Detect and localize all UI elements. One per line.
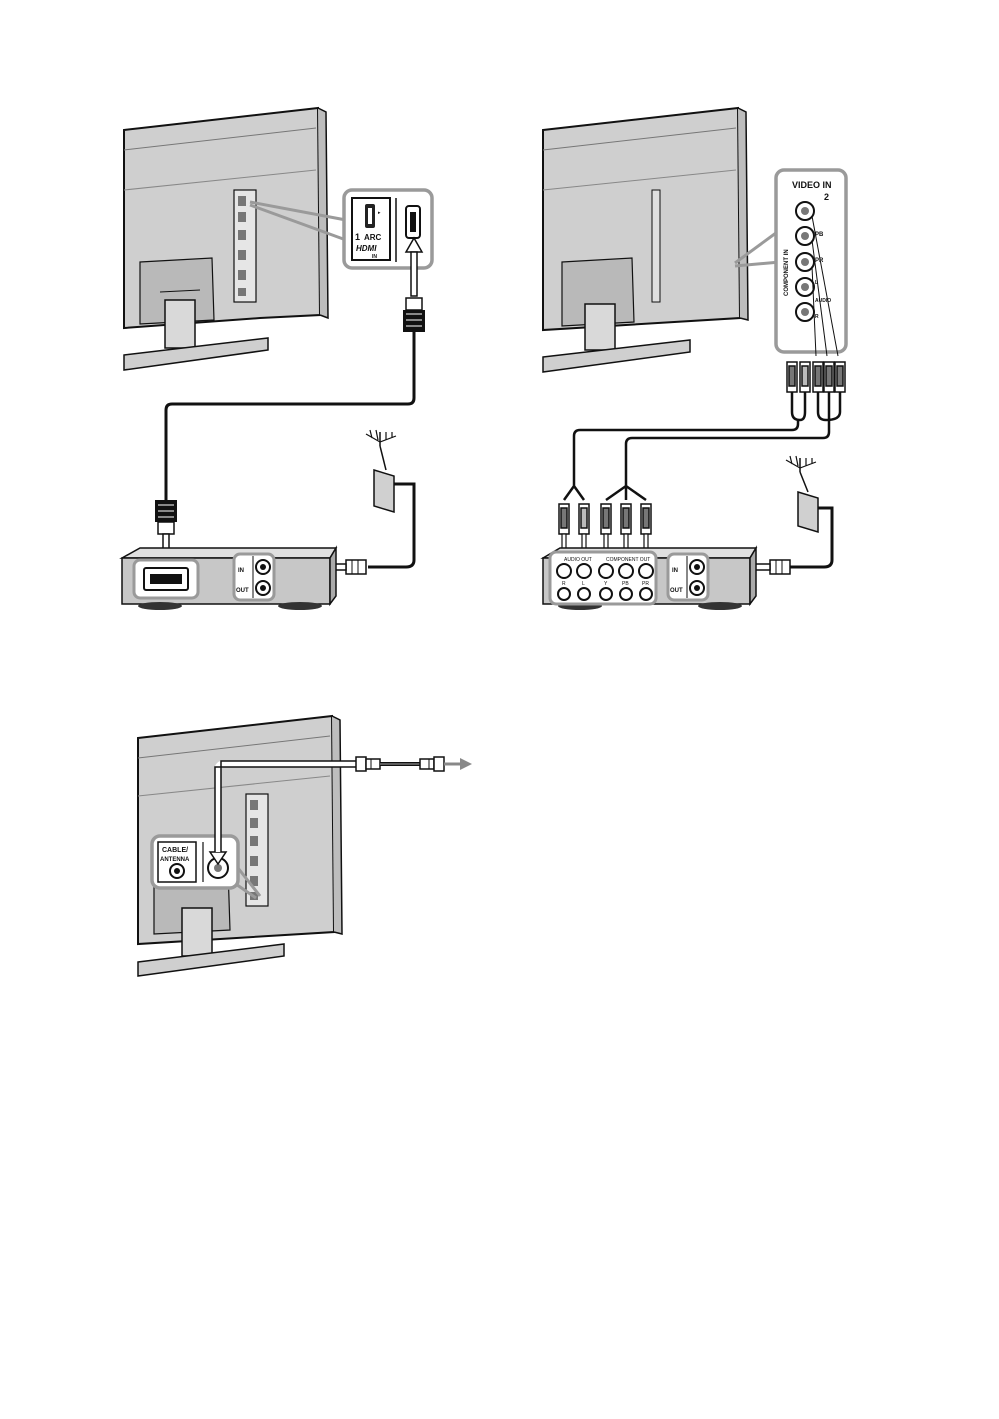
wall-outlet-icon	[374, 470, 394, 512]
video-in-number: 2	[824, 192, 829, 202]
antenna-label: ANTENNA	[160, 857, 190, 863]
rca-plugs-top	[787, 362, 845, 392]
tv-back-panel-1	[124, 108, 328, 370]
box-jack-pb-label: PB	[622, 581, 629, 587]
box-jack-r-label: R	[562, 581, 566, 587]
audio-label: AUDIO	[815, 298, 831, 304]
video-in-label: VIDEO IN	[792, 180, 832, 190]
component-in-side-label: COMPONENT IN	[784, 249, 790, 296]
rf-out-label: OUT	[236, 588, 249, 594]
wall-outlet-icon	[798, 492, 818, 532]
rf-ports-highlight: IN OUT	[668, 554, 708, 600]
coax-plug-icon	[420, 757, 444, 771]
rf-ports-highlight: IN OUT	[234, 554, 274, 600]
box-audio-l-port	[577, 564, 591, 578]
box-audio-out-label: AUDIO OUT	[564, 557, 592, 563]
box-audio-r-port	[557, 564, 571, 578]
box-jack-l-label: L	[582, 581, 585, 587]
hdmi-port-callout: ▸ 1 ARC HDMI IN	[344, 190, 432, 268]
component-output-highlight: AUDIO OUT COMPONENT OUT R L Y PB PR	[550, 552, 656, 604]
arc-label: ARC	[364, 233, 382, 242]
audio-cable	[564, 420, 798, 500]
box-jack-pr-label: PR	[642, 581, 649, 587]
component-in-callout: VIDEO IN 2 COMPONENT IN PB PR L AUDIO R	[776, 170, 846, 352]
coax-plug-icon	[356, 757, 380, 771]
box-pr-port	[639, 564, 653, 578]
rca-plugs-bottom	[559, 504, 651, 534]
antenna-icon	[366, 430, 396, 470]
antenna-icon	[786, 456, 816, 492]
box-pb-port	[619, 564, 633, 578]
cable-antenna-callout: CABLE/ ANTENNA	[152, 836, 238, 888]
hdmi-in-label: IN	[372, 254, 377, 260]
coax-plug-icon	[346, 560, 366, 574]
component-connection-diagram: VIDEO IN 2 COMPONENT IN PB PR L AUDIO R	[543, 108, 846, 610]
hdmi-connection-diagram: ▸ 1 ARC HDMI IN	[122, 108, 432, 610]
box-component-out-label: COMPONENT OUT	[606, 557, 650, 563]
hdmi-port-number: 1	[355, 232, 360, 242]
rf-out-label: OUT	[670, 588, 683, 594]
hdmi-logo: HDMI	[356, 244, 377, 253]
rf-in-label: IN	[238, 568, 244, 574]
hdmi-plug-icon	[403, 298, 425, 332]
hdmi-plug-icon	[155, 500, 177, 534]
cable-label: CABLE/	[162, 847, 188, 854]
audio-r-label: R	[815, 314, 819, 320]
coax-plug-icon	[770, 560, 790, 574]
rf-in-label: IN	[672, 568, 678, 574]
box-y-port	[599, 564, 613, 578]
tv-back-panel-2	[543, 108, 748, 372]
antenna-connection-diagram: CABLE/ ANTENNA	[138, 716, 472, 976]
component-video-cable	[606, 420, 829, 500]
